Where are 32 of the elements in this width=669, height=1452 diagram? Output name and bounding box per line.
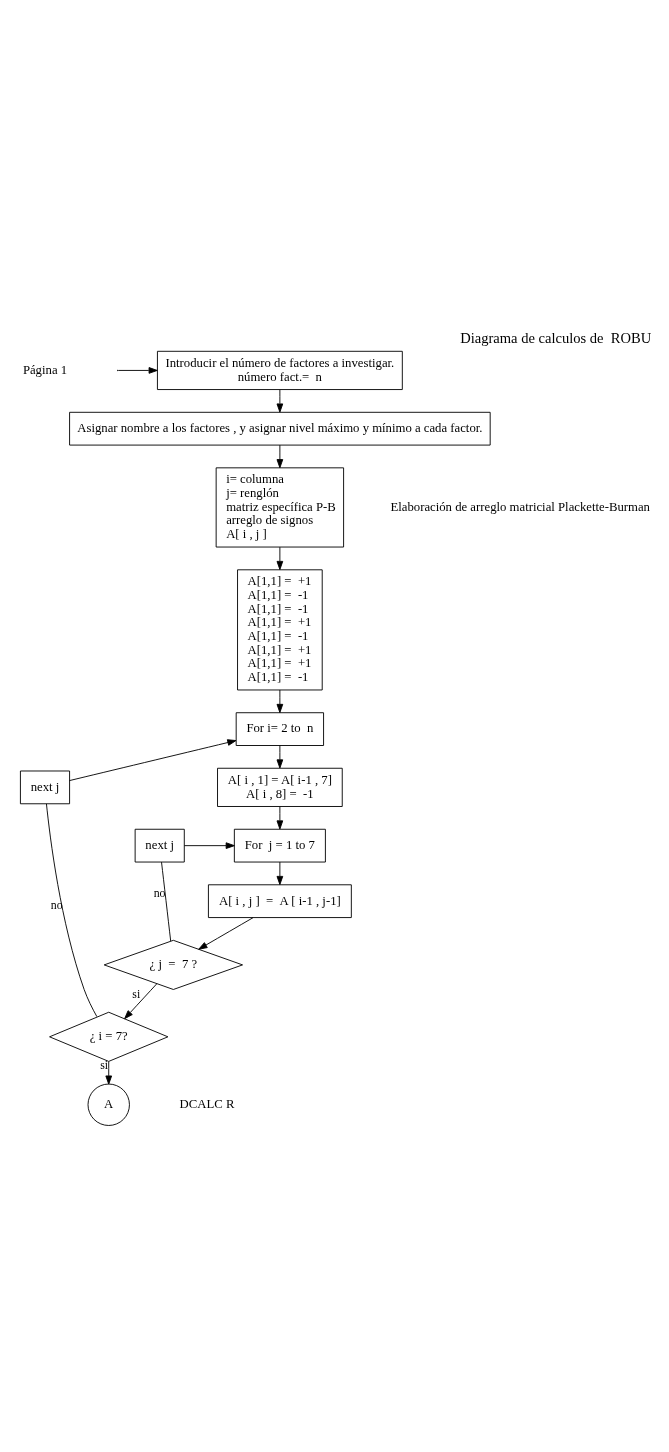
edge-label: no <box>153 885 166 900</box>
arrow <box>183 841 235 849</box>
arrow <box>276 689 284 713</box>
node-circle: A <box>87 1083 130 1126</box>
connector <box>46 802 98 1017</box>
node-label: Elaboración de arreglo matricial Plackette-Burman <box>390 499 650 514</box>
edge-label: no <box>50 897 63 912</box>
arrow <box>198 916 254 950</box>
node-box: A[1,1] = +1 A[1,1] = -1 A[1,1] = -1 A[1,1] = +1 A[1,1] = -1 A[1,1] = +1 A[1,1] = +1 A[1,1] = -1 <box>237 568 323 690</box>
arrow <box>118 366 158 374</box>
arrow <box>276 805 284 829</box>
node-box: Asignar nombre a los factores , y asignar nivel máximo y mínimo a cada factor. <box>69 411 491 446</box>
node-box: Introducir el número de factores a investigar. número fact.= n <box>156 350 403 390</box>
arrow <box>276 744 284 768</box>
node-box: A[ i , j ] = A [ i-1 , j-1] <box>207 883 352 918</box>
node-box: A[ i , 1] = A[ i-1 , 7] A[ i , 8] = -1 <box>217 767 343 807</box>
node-box: next j <box>134 828 185 862</box>
node-box: For j = 1 to 7 <box>233 828 326 862</box>
label: DCALC R <box>179 1096 235 1111</box>
diagram-title: Diagrama de calculos de ROBU <box>460 329 652 346</box>
node-box: i= columna j= renglón matriz específica P-B arreglo de signos A[ i , j ] <box>215 466 345 547</box>
arrow <box>276 388 284 413</box>
node-box: next j <box>19 770 71 804</box>
arrow <box>276 546 284 570</box>
connector <box>161 861 172 941</box>
arrow <box>69 738 237 781</box>
arrow <box>105 1060 113 1085</box>
arrow <box>124 982 158 1019</box>
arrow <box>276 861 284 885</box>
label: Página 1 <box>22 362 68 377</box>
node-box: For i= 2 to n <box>235 711 325 746</box>
arrow <box>276 444 284 468</box>
